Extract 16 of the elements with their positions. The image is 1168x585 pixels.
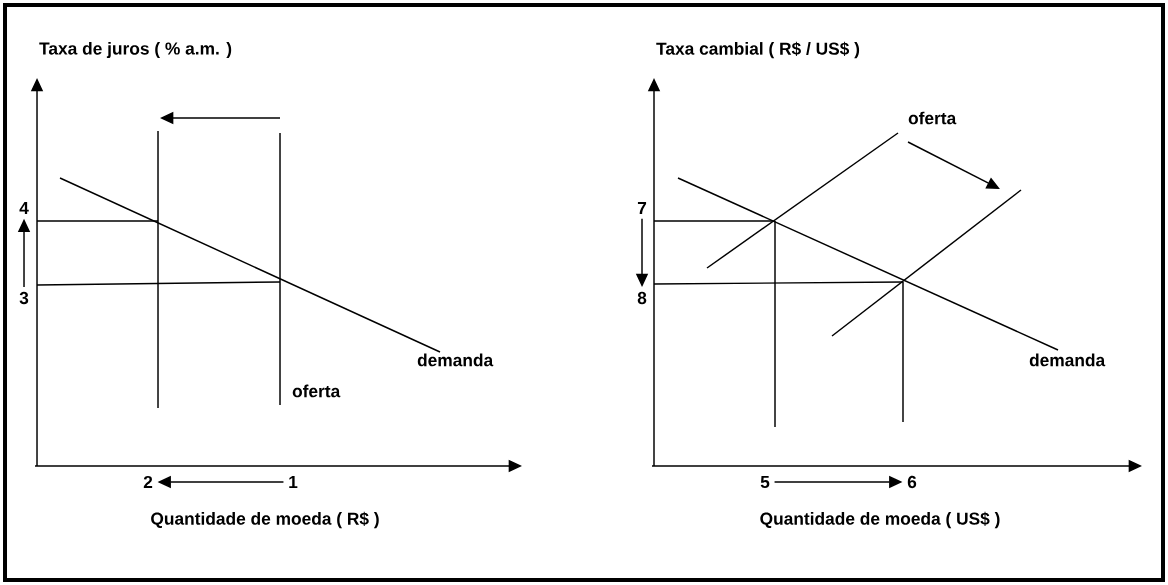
curve-label: demanda: [417, 353, 494, 367]
number-label: 8: [637, 291, 647, 305]
number-label: 1: [289, 476, 298, 488]
number-label: 3: [19, 291, 29, 305]
number-label: 6: [907, 475, 917, 489]
axis-title: Quantidade de moeda ( R$ ): [151, 511, 379, 529]
axis-title: Quantidade de moeda ( US$ ): [760, 511, 1000, 529]
number-label: 5: [760, 475, 770, 489]
axis-title: Taxa cambial ( R$ / US$ ): [656, 41, 860, 59]
curve-label: oferta: [908, 111, 957, 125]
curve-label: demanda: [1029, 353, 1106, 367]
number-label: 2: [143, 475, 153, 489]
number-label: 7: [637, 202, 647, 214]
curve-label: oferta: [292, 384, 341, 398]
axis-title: Taxa de juros ( % a.m. ): [39, 41, 232, 59]
number-label: 4: [19, 202, 29, 214]
